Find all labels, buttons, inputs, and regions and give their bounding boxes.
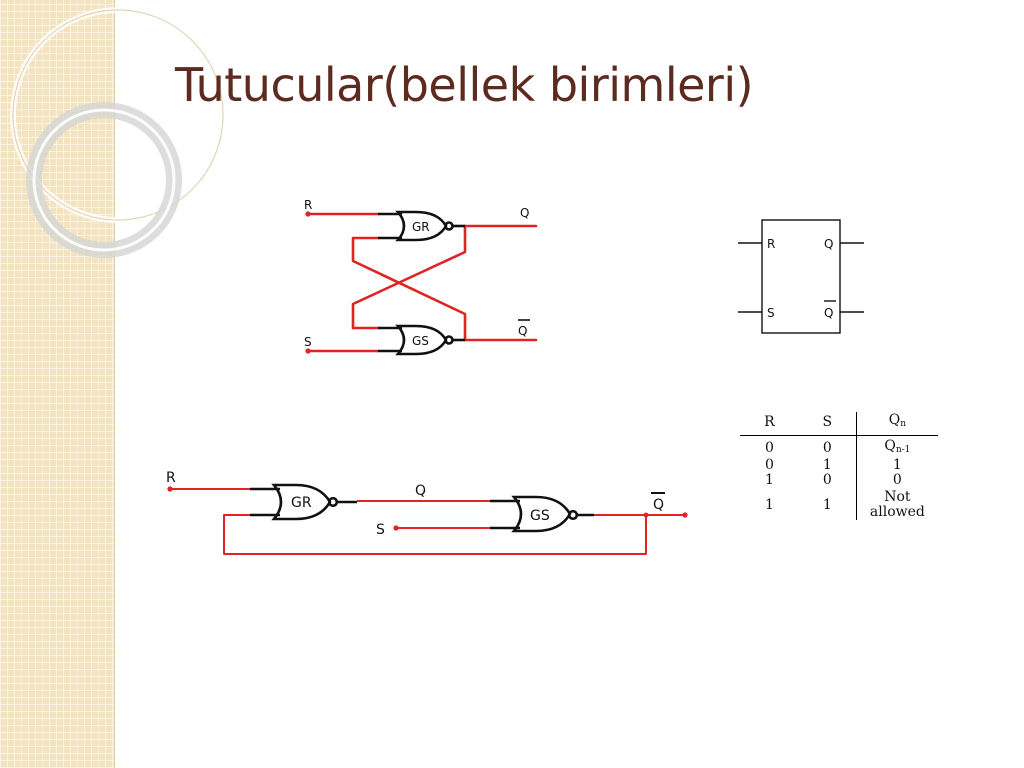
slide-title: Tutucular(bellek birimleri) <box>175 58 754 112</box>
header-q: Qn <box>855 412 938 436</box>
nor-gate-gs-shape <box>395 324 448 356</box>
header-r: R <box>740 412 799 436</box>
cell-r: 0 <box>764 440 774 456</box>
input-s-terminal <box>393 525 399 531</box>
output-qbar-terminal <box>682 512 688 518</box>
label-gate-gs: GS <box>530 508 550 524</box>
block-pin-s: S <box>767 306 775 320</box>
label-r: R <box>166 470 176 486</box>
nor-gate-gr-bubble <box>327 496 339 508</box>
block-pin-q: Q <box>824 237 833 251</box>
wire-feedback-qbar <box>351 236 467 342</box>
label-q: Q <box>520 206 529 220</box>
nor-gate-gr-shape <box>271 483 332 521</box>
input-s-terminal <box>305 348 311 354</box>
label-gate-gr: GR <box>412 220 430 234</box>
label-gate-gs: GS <box>412 334 429 348</box>
label-gate-gr: GR <box>291 495 312 511</box>
table-row: 1 0 0 <box>740 473 938 488</box>
cell-q: 1 <box>855 458 938 473</box>
nor-gate-gr-bubble <box>444 221 454 231</box>
cell-s: 0 <box>822 472 832 488</box>
block-rectangle <box>761 219 841 334</box>
input-r-terminal <box>167 486 173 492</box>
table-row: 0 1 1 <box>740 458 938 473</box>
label-qbar: Q <box>518 324 527 338</box>
label-qbar: Q <box>653 497 664 513</box>
cell-s: 0 <box>822 440 832 456</box>
cell-s: 1 <box>822 496 832 513</box>
latch-cross-coupled-diagram: R S GR GS Q Q <box>304 198 538 356</box>
decorative-rings <box>10 7 226 258</box>
header-s: S <box>798 412 857 436</box>
cell-s: 1 <box>822 457 832 473</box>
block-pin-r: R <box>767 237 775 251</box>
sidebar-decoration <box>0 0 226 768</box>
nor-gate-gr-shape <box>395 210 448 242</box>
block-pin-qbar: Q <box>824 306 833 320</box>
label-r: R <box>304 198 312 212</box>
nor-gate-gs-bubble <box>444 335 454 345</box>
cell-r: 1 <box>764 472 774 488</box>
truth-table-header: R S Qn <box>740 412 938 436</box>
wire-feedback-loop <box>223 514 647 555</box>
cell-r: 0 <box>764 457 774 473</box>
nor-gate-gs-bubble <box>567 509 579 521</box>
table-row: 0 0 Qn-1 <box>740 435 938 458</box>
label-s: S <box>304 335 312 349</box>
input-r-terminal <box>305 211 311 217</box>
cell-q: Qn-1 <box>855 435 938 458</box>
junction-dot <box>643 512 649 518</box>
label-q: Q <box>415 483 426 499</box>
latch-linear-diagram: R S GR GS Q Q <box>166 470 688 555</box>
label-s: S <box>376 522 385 538</box>
latch-block-symbol: R S Q Q <box>738 219 864 334</box>
cell-q: 0 <box>855 473 938 488</box>
wire-feedback-q <box>351 224 467 330</box>
nor-gate-gs-shape <box>511 495 572 533</box>
cell-r: 1 <box>764 496 774 513</box>
